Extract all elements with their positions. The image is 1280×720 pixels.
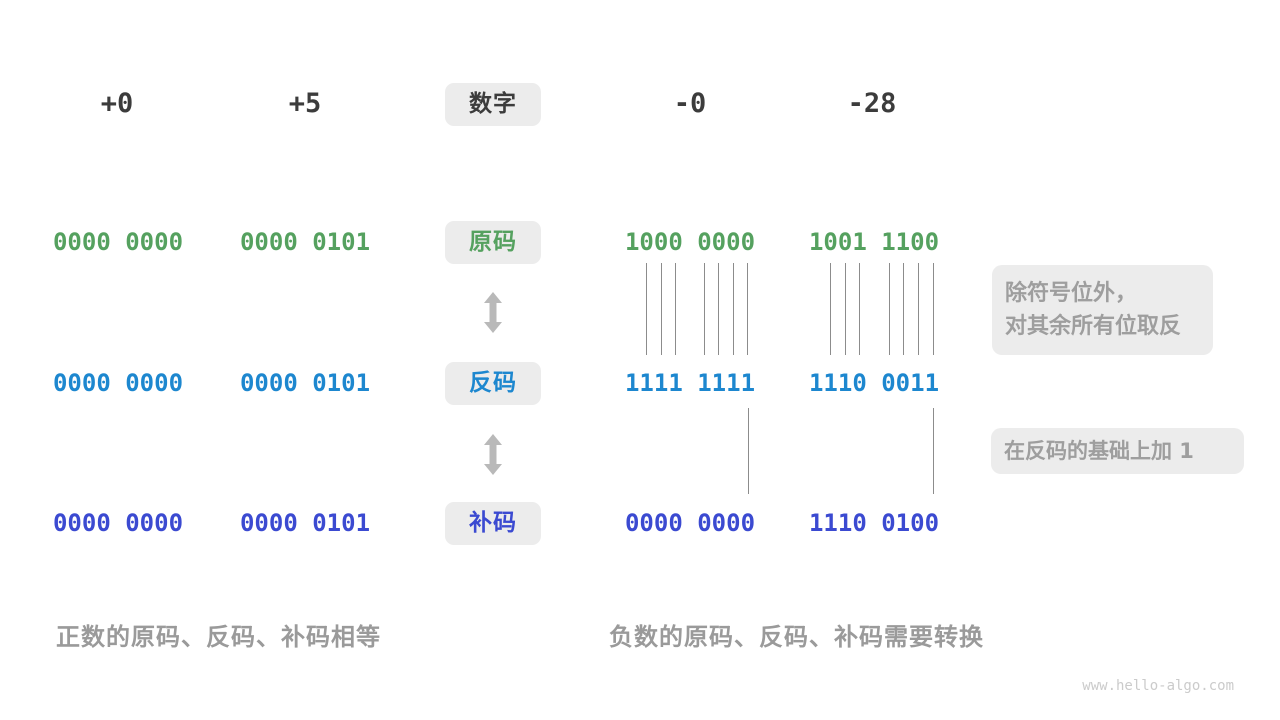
invert-rule-note: 除符号位外， 对其余所有位取反 xyxy=(992,265,1213,355)
add-one-note: 在反码的基础上加 1 xyxy=(991,428,1244,474)
twos-complement-plus-five: 0000 0101 xyxy=(239,509,371,537)
bit-invert-line xyxy=(889,263,890,355)
column-header-plus-zero: +0 xyxy=(100,88,134,119)
sign-magnitude-plus-zero: 0000 0000 xyxy=(52,228,184,256)
bit-invert-line xyxy=(733,263,734,355)
twos-complement-minus-28: 1110 0100 xyxy=(808,509,940,537)
bit-invert-line xyxy=(675,263,676,355)
ones-complement-minus-zero: 1111 1111 xyxy=(624,369,756,397)
invert-rule-line2: 对其余所有位取反 xyxy=(1005,314,1182,339)
website-watermark: www.hello-algo.com xyxy=(1082,678,1234,694)
ones-complement-plus-zero: 0000 0000 xyxy=(52,369,184,397)
bit-invert-line xyxy=(918,263,919,355)
sign-magnitude-minus-28: 1001 1100 xyxy=(808,228,940,256)
column-header-minus-zero: -0 xyxy=(673,88,707,119)
bit-invert-line xyxy=(747,263,748,355)
bit-invert-line xyxy=(903,263,904,355)
twos-complement-minus-zero: 0000 0000 xyxy=(624,509,756,537)
bit-invert-line xyxy=(933,263,934,355)
bit-invert-line xyxy=(830,263,831,355)
ones-complement-tag: 反码 xyxy=(445,362,541,405)
sign-magnitude-plus-five: 0000 0101 xyxy=(239,228,371,256)
double-arrow-icon xyxy=(484,434,502,475)
twos-complement-plus-zero: 0000 0000 xyxy=(52,509,184,537)
column-header-plus-five: +5 xyxy=(288,88,322,119)
bit-invert-line xyxy=(646,263,647,355)
bit-invert-line xyxy=(845,263,846,355)
ones-complement-minus-28: 1110 0011 xyxy=(808,369,940,397)
add-one-line xyxy=(748,408,749,494)
bit-invert-line xyxy=(859,263,860,355)
bit-invert-line xyxy=(718,263,719,355)
twos-complement-tag: 补码 xyxy=(445,502,541,545)
positive-numbers-caption: 正数的原码、反码、补码相等 xyxy=(56,623,381,651)
double-arrow-icon xyxy=(484,292,502,333)
negative-numbers-caption: 负数的原码、反码、补码需要转换 xyxy=(609,623,984,651)
bit-invert-line xyxy=(661,263,662,355)
number-tag: 数字 xyxy=(445,83,541,126)
invert-rule-line1: 除符号位外， xyxy=(1005,281,1138,306)
add-one-note-text: 在反码的基础上加 1 xyxy=(1004,439,1194,463)
ones-complement-plus-five: 0000 0101 xyxy=(239,369,371,397)
sign-magnitude-minus-zero: 1000 0000 xyxy=(624,228,756,256)
column-header-minus-28: -28 xyxy=(847,88,897,119)
add-one-line xyxy=(933,408,934,494)
bit-invert-line xyxy=(704,263,705,355)
sign-magnitude-tag: 原码 xyxy=(445,221,541,264)
